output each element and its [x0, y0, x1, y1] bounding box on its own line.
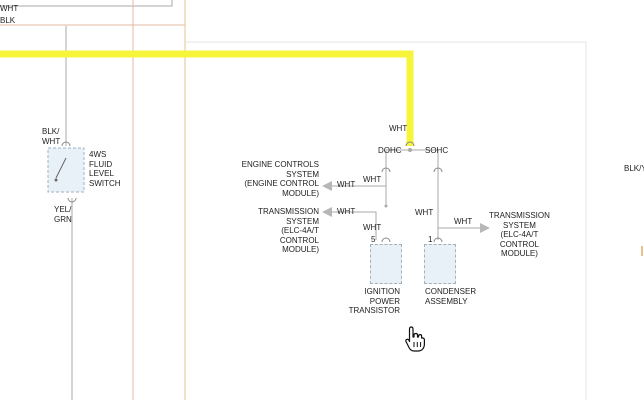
engine-controls-wire-label-b: WHT [337, 180, 356, 189]
connector-hook [381, 167, 391, 173]
trans-right-label: TRANSMISSION SYSTEM (ELC-4A/T CONTROL MO… [489, 211, 550, 258]
sohc-label: SOHC [425, 146, 449, 155]
splice-point [408, 148, 412, 152]
engine-controls-wire-label-a: WHT [363, 175, 382, 184]
connector-hook [381, 237, 391, 243]
connector-hook [61, 141, 71, 147]
condenser-pin-label: 1 [428, 235, 433, 244]
page-border [186, 41, 587, 400]
ignition-pin-label: 5 [371, 235, 376, 244]
ignition-power-transistor-box [370, 244, 402, 284]
condenser-assembly-label: CONDENSER ASSEMBLY [425, 287, 477, 306]
trans-left-wire-label: WHT [337, 207, 356, 216]
switch-pivot [54, 178, 58, 182]
connector-hook [433, 167, 443, 173]
highlight-wire [0, 50, 414, 146]
connector-hook [405, 141, 415, 147]
switch-bottom-wire-label: YEL/ GRN [54, 205, 72, 224]
fluid-level-switch-body [47, 147, 85, 193]
arrow-trans-left [322, 207, 332, 217]
top-left-wire-label: WHT [0, 4, 19, 13]
dohc-junction [384, 204, 388, 208]
condenser-wire-label: WHT [415, 208, 434, 217]
right-edge-wire-label: BLK/Y [624, 164, 644, 173]
switch-top-wire-label: BLK/ WHT [42, 127, 61, 146]
engine-controls-label: ENGINE CONTROLS SYSTEM (ENGINE CONTROL M… [241, 160, 319, 198]
connector-hook [67, 197, 77, 203]
trans-right-wire-label: WHT [454, 217, 473, 226]
trans-left-label: TRANSMISSION SYSTEM (ELC-4A/T CONTROL MO… [258, 207, 319, 254]
arrow-engine-controls [322, 181, 332, 191]
ignition-wire-label: WHT [363, 223, 382, 232]
wire-trans-left [330, 211, 377, 240]
splice-top-wire-label: WHT [389, 124, 408, 133]
hand-pointer-icon [405, 326, 425, 352]
connector-hook [433, 237, 443, 243]
arrow-trans-right [480, 223, 490, 233]
condenser-assembly-box [424, 244, 456, 284]
fluid-level-switch-label: 4WS FLUID LEVEL SWITCH [89, 150, 121, 188]
wire-top-left [0, 0, 173, 7]
wire-dohc-branch [385, 149, 410, 206]
ignition-power-transistor-label: IGNITION POWER TRANSISTOR [348, 287, 400, 315]
wire-sohc-branch [410, 149, 439, 240]
top-left-wire-label-2: BLK [0, 16, 16, 25]
dohc-label: DOHC [378, 146, 402, 155]
switch-contact [55, 157, 67, 179]
